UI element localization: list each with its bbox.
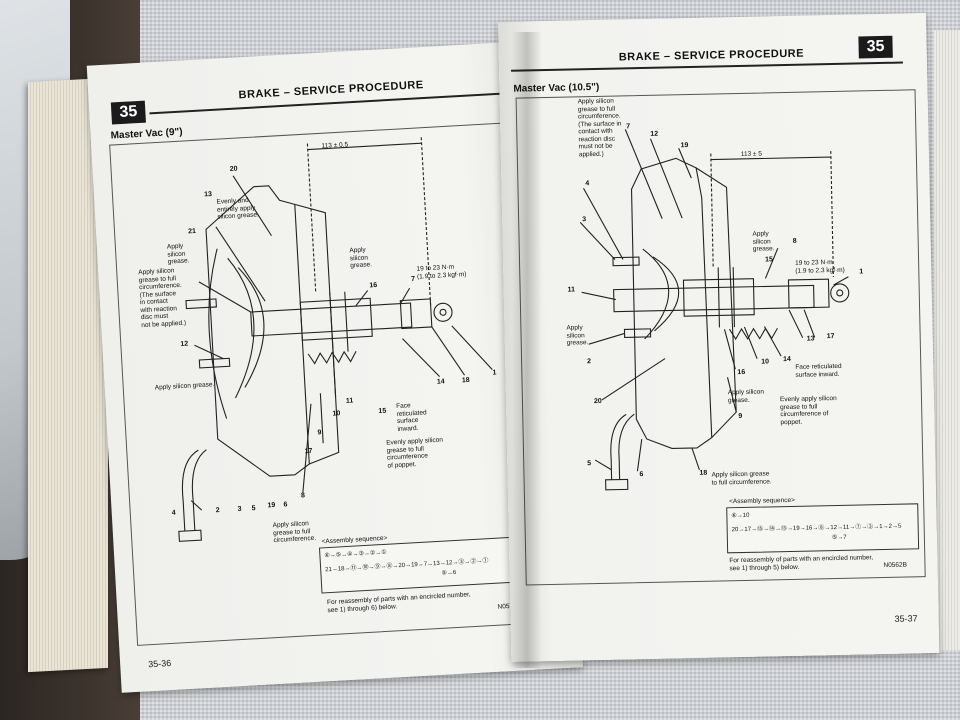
label-6-note: Apply silicon grease to full circumferen… xyxy=(272,520,317,545)
label-15-note: Apply silicon grease. xyxy=(752,230,775,253)
callout-7: 7 xyxy=(626,123,631,131)
callout-5: 5 xyxy=(251,505,256,513)
callout-13: 13 xyxy=(203,191,213,199)
assembly-sequence-box: <Assembly sequence> ⑥→10 20→17→⑮→⑭→⑬→19→… xyxy=(726,497,920,554)
callout-13: 13 xyxy=(806,335,815,343)
callout-15: 15 xyxy=(764,256,773,264)
callout-7: 7 xyxy=(410,275,416,284)
assembly-line-3: ⑤→6 xyxy=(441,569,457,577)
label-face-reticulated: Face reticulated surface inward. xyxy=(396,402,427,433)
callout-19: 19 xyxy=(680,142,689,150)
callout-2: 2 xyxy=(587,358,592,366)
callout-12: 12 xyxy=(180,340,189,348)
page-number: 35-36 xyxy=(147,658,172,670)
callout-12: 12 xyxy=(650,130,659,138)
callout-5: 5 xyxy=(587,460,592,468)
callout-16: 16 xyxy=(369,281,378,290)
callout-4: 4 xyxy=(171,509,176,517)
label-evenly-poppet: Evenly apply silicon grease to full circ… xyxy=(386,436,444,470)
callout-20: 20 xyxy=(229,165,238,173)
callout-18: 18 xyxy=(699,469,708,477)
callout-6: 6 xyxy=(283,501,288,509)
label-face-reticulated: Face reticulated surface inward. xyxy=(795,362,842,379)
left-page: 35 BRAKE – SERVICE PROCEDURE Master Vac … xyxy=(86,40,584,693)
callout-14: 14 xyxy=(783,355,792,364)
page-number: 35-37 xyxy=(894,613,918,624)
callout-18: 18 xyxy=(461,376,470,385)
callout-6: 6 xyxy=(639,471,644,479)
callout-8: 8 xyxy=(300,492,306,500)
label-21-note: Apply silicon grease. xyxy=(166,242,190,266)
assembly-line-3: ⑤→7 xyxy=(831,534,847,542)
callout-21: 21 xyxy=(187,227,197,236)
assembly-line-1: ⑥→⑤→④→③→②→① xyxy=(324,549,387,560)
callout-11: 11 xyxy=(345,397,354,405)
assembly-sequence-title: <Assembly sequence> xyxy=(729,496,795,506)
label-13-note: Evenly and entirely apply silicon grease… xyxy=(216,196,260,221)
callout-10: 10 xyxy=(761,358,770,366)
label-16-note: Apply silicon grease. xyxy=(727,388,765,404)
callout-8: 8 xyxy=(792,237,797,245)
dimension-label: 113 ± 5 xyxy=(740,150,763,158)
callout-16: 16 xyxy=(737,368,746,377)
label-18-note: Apply silicon grease to full circumferen… xyxy=(711,470,772,487)
callout-3: 3 xyxy=(237,505,242,514)
dimension-label: 113 ± 0.5 xyxy=(321,141,349,150)
callout-11: 11 xyxy=(567,286,576,294)
callout-14: 14 xyxy=(436,378,445,386)
page-edges-right xyxy=(934,30,960,650)
label-full-circumference: Apply silicon grease to full circumferen… xyxy=(138,267,187,329)
callout-4: 4 xyxy=(585,180,590,188)
callout-9: 9 xyxy=(738,412,743,421)
master-vac-9-diagram xyxy=(178,137,493,542)
service-manual-book: 35 BRAKE – SERVICE PROCEDURE Master Vac … xyxy=(28,10,960,693)
callout-19: 19 xyxy=(267,501,276,510)
label-top-note: Apply silicon grease to full circumferen… xyxy=(577,97,622,158)
assembly-line-1: ⑥→10 xyxy=(731,512,750,520)
label-11-note: Apply silicon grease. xyxy=(566,324,589,347)
master-vac-10-5-diagram xyxy=(579,129,850,491)
torque-spec: 19 to 23 N·m (1.9 to 2.3 kgf·m) xyxy=(416,263,467,281)
label-16-note: Apply silicon grease. xyxy=(349,246,373,270)
torque-spec: 19 to 23 N·m (1.9 to 2.3 kgf·m) xyxy=(795,259,845,275)
callout-1: 1 xyxy=(859,268,864,276)
label-evenly-poppet: Evenly apply silicon grease to full circ… xyxy=(779,394,837,426)
callout-17: 17 xyxy=(304,447,313,456)
callout-20: 20 xyxy=(593,397,602,406)
callout-1: 1 xyxy=(492,369,497,377)
callout-3: 3 xyxy=(582,216,587,224)
assembly-line-2: 20→17→⑮→⑭→⑬→19→16→⑧→12→11→⑦→③→1→2→5 xyxy=(731,523,902,534)
figure-code: N0562B xyxy=(883,561,908,570)
callout-10: 10 xyxy=(332,410,341,418)
callout-2: 2 xyxy=(215,507,220,515)
callout-17: 17 xyxy=(826,333,835,341)
reassembly-note: For reassembly of parts with an encircle… xyxy=(729,554,874,573)
callout-9: 9 xyxy=(317,429,322,437)
right-page: BRAKE – SERVICE PROCEDURE 35 Master Vac … xyxy=(498,13,940,662)
callout-15: 15 xyxy=(378,407,387,416)
